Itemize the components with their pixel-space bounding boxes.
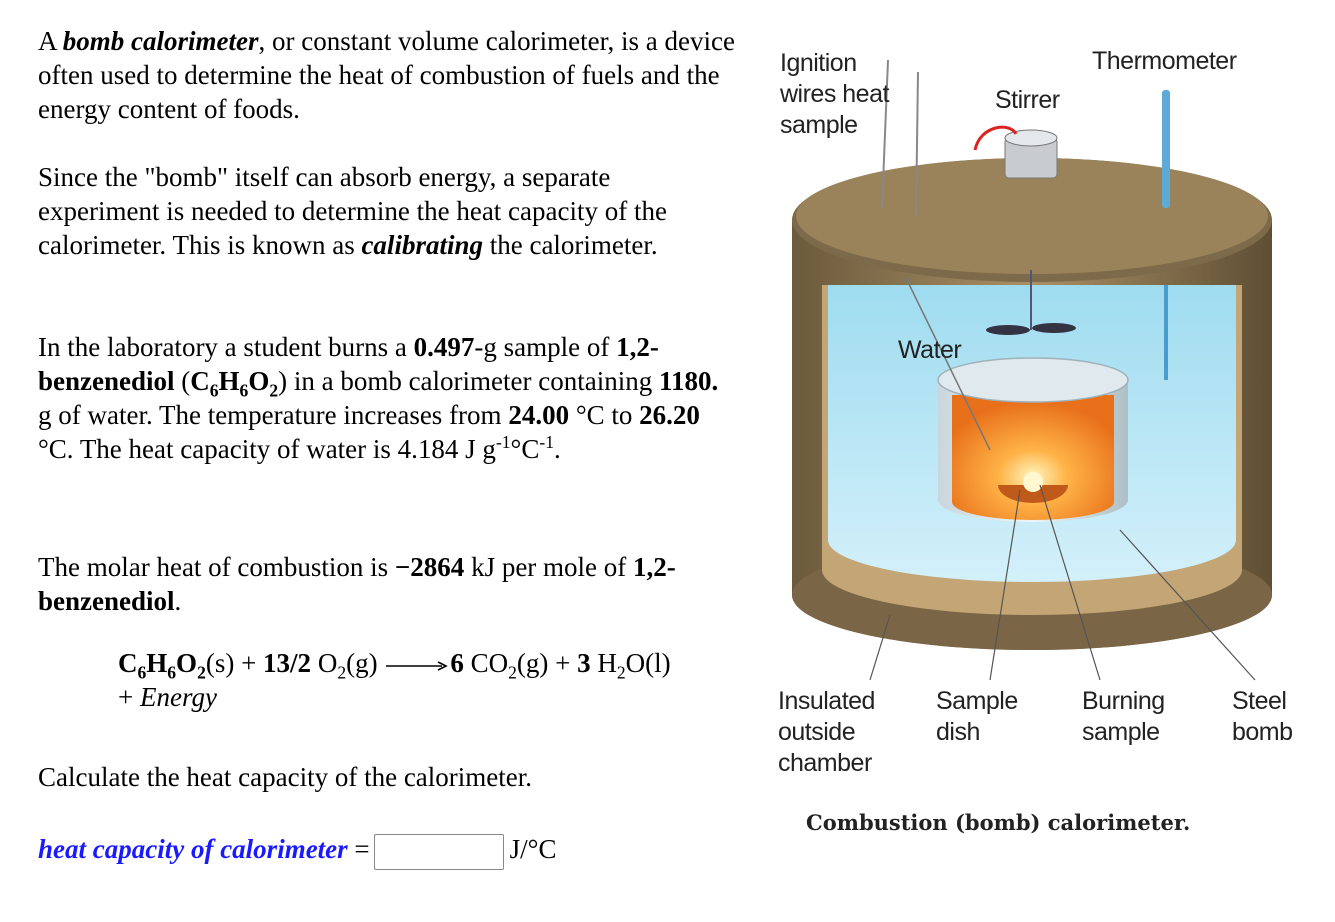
combustion-equation: C6H6O2(s) + 13/2 O2(g) 6 CO2(g) + 3 H2O(… [118, 648, 671, 712]
water-mass: 1180. [658, 366, 719, 396]
answer-label: heat capacity of calorimeter [38, 834, 348, 864]
sample-mass: 0.497 [413, 332, 475, 362]
answer-row: heat capacity of calorimeter =J/°C [38, 832, 556, 870]
intro-paragraph: A bomb calorimeter, or constant volume c… [38, 26, 735, 124]
molar-heat-compound: 1,2-benzenediol [38, 552, 676, 616]
molar-heat-paragraph: The molar heat of combustion is −2864 kJ… [38, 552, 676, 616]
problem-paragraph: In the laboratory a student burns a 0.49… [38, 332, 719, 464]
energy-term: Energy [139, 682, 217, 712]
leader-sample-dish [989, 489, 1021, 681]
combustion-glow [952, 395, 1114, 520]
stirrer-blade-right [1032, 323, 1076, 333]
reaction-arrow-icon [386, 661, 449, 671]
leader-steel-bomb [1119, 529, 1256, 681]
final-temperature: 26.20 [639, 400, 700, 430]
term-calibrating: calibrating [361, 230, 483, 260]
ignition-wire [881, 59, 889, 209]
label-sample-dish: Sample dish [936, 687, 1018, 746]
initial-temperature: 24.00 [508, 400, 570, 430]
thermometer [1162, 90, 1170, 208]
term-bomb-calorimeter: bomb calorimeter [62, 26, 259, 56]
co2-coefficient: 6 [450, 648, 464, 678]
leader-burning-sample [1039, 484, 1101, 681]
heat-capacity-input[interactable] [373, 833, 504, 870]
sample-dish [998, 485, 1068, 503]
water-heat-capacity: 4.184 [397, 434, 459, 464]
answer-unit: J/°C [509, 834, 557, 864]
intro-text: or constant volume calorimeter, is a dev… [38, 26, 735, 124]
stirrer-blade [986, 325, 1030, 335]
label-thermometer: Thermometer [1092, 47, 1237, 75]
lid-top [796, 158, 1268, 274]
compound-formula: C6H6O2 [190, 366, 279, 401]
h2o-coefficient: 3 [577, 648, 591, 678]
steel-bomb-lid [937, 357, 1129, 403]
o2-coefficient: 13/2 [263, 648, 312, 678]
figure-caption: Combustion (bomb) calorimeter. [806, 810, 1191, 835]
leader-insulated [869, 614, 891, 681]
label-steel-bomb: Steel bomb [1232, 687, 1293, 746]
label-stirrer: Stirrer [995, 86, 1060, 114]
stirrer-wire [973, 125, 1018, 151]
calibration-paragraph: Since the "bomb" itself can absorb energ… [38, 160, 738, 262]
calorimeter-figure: Ignition wires heat sample Stirrer Therm… [770, 30, 1320, 850]
question: Calculate the heat capacity of the calor… [38, 762, 533, 792]
label-burning-sample: Burning sample [1082, 687, 1165, 746]
label-insulated: Insulated outside chamber [778, 687, 875, 777]
calibration-text-end: the calorimeter. [489, 230, 658, 260]
label-water: Water [898, 336, 962, 364]
label-ignition: Ignition wires heat sample [780, 49, 889, 139]
compound-name: 1,2-benzenediol [38, 332, 659, 396]
calorimeter-illustration [792, 59, 1272, 681]
molar-heat-value: −2864 [394, 552, 465, 582]
ignition-wire-inner [905, 277, 991, 451]
burning-sample-glow [1023, 472, 1043, 492]
stirrer-motor-top [1004, 129, 1058, 147]
calibration-text: Since the "bomb" itself can absorb energ… [38, 162, 667, 260]
ignition-wire-2 [915, 71, 919, 217]
